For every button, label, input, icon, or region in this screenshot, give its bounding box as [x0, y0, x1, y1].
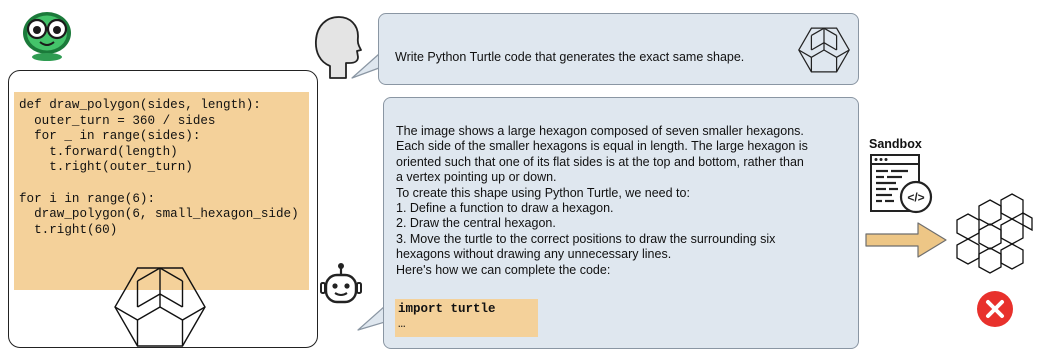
- answer-line: 1. Define a function to draw a hexagon.: [396, 201, 614, 216]
- answer-line: 3. Move the turtle to the correct positi…: [396, 231, 776, 246]
- answer-line: a vertex pointing up or down.: [396, 170, 557, 185]
- right-arrow-icon: [865, 222, 947, 258]
- code-line: t.right(outer_turn): [19, 160, 193, 175]
- prompt-text: Write Python Turtle code that generates …: [395, 50, 745, 64]
- code-window-icon: </>: [870, 154, 933, 214]
- code-line: def draw_polygon(sides, length):: [19, 98, 261, 112]
- prompt-bubble: [378, 13, 859, 85]
- answer-line: The image shows a large hexagon composed…: [396, 124, 804, 138]
- error-x-icon: [977, 291, 1013, 327]
- code-line: t.right(60): [19, 222, 118, 237]
- answer-line: 2. Draw the central hexagon.: [396, 216, 556, 231]
- robot-icon: [320, 263, 362, 304]
- hexagon-shape-output: [114, 267, 206, 347]
- answer-line: Here's how we can complete the code:: [396, 262, 611, 277]
- code-line: for _ in range(sides):: [19, 129, 201, 144]
- answer-code-line: import turtle: [398, 302, 496, 316]
- code-line: for i in range(6):: [19, 191, 156, 206]
- answer-line: To create this shape using Python Turtle…: [396, 185, 690, 200]
- target-shape-thumbnail: [798, 27, 850, 73]
- turtle-mascot-icon: [23, 12, 71, 61]
- code-brackets-glyph: </>: [907, 191, 924, 205]
- code-block: def draw_polygon(sides, length): outer_t…: [14, 92, 309, 290]
- sandbox-label: Sandbox: [869, 137, 922, 151]
- answer-code-block: import turtle …: [395, 299, 538, 337]
- code-line: draw_polygon(6, small_hexagon_side): [19, 207, 299, 222]
- code-line: t.forward(length): [19, 144, 178, 159]
- incorrect-output-shape: [956, 193, 1033, 274]
- code-line: outer_turn = 360 / sides: [19, 113, 216, 128]
- answer-code-line: …: [398, 317, 406, 331]
- code-text: def draw_polygon(sides, length): outer_t…: [14, 92, 309, 238]
- answer-line: Each side of the smaller hexagons is equ…: [396, 139, 808, 154]
- answer-text: The image shows a large hexagon composed…: [396, 124, 856, 278]
- human-head-icon: [315, 16, 362, 79]
- answer-line: hexagons without drawing any unnecessary…: [396, 247, 672, 262]
- answer-line: oriented such that one of its flat sides…: [396, 154, 804, 169]
